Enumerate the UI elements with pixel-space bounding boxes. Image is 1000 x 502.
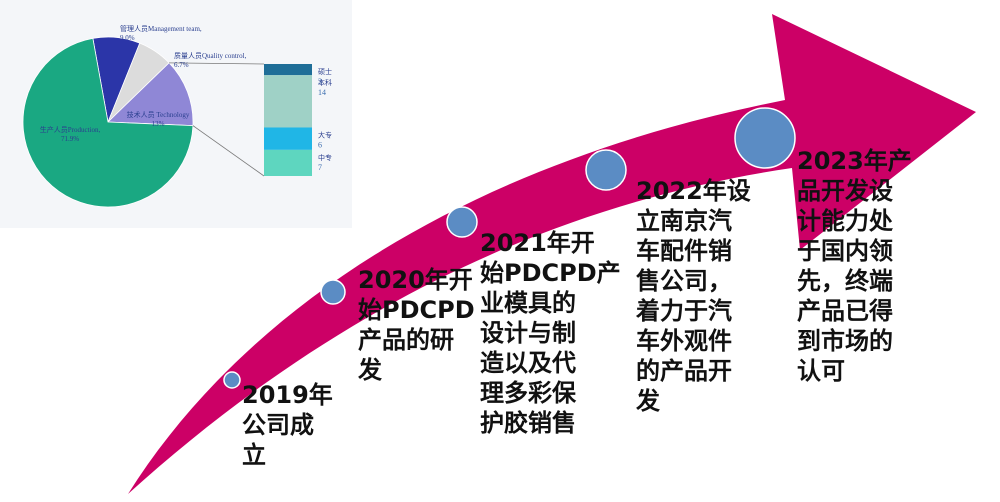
- breakdown-segment-4: [264, 149, 312, 176]
- breakdown-label-2: 本科: [318, 78, 332, 87]
- pie-labels: 生产人员Production,71.9% 管理人员Management team,…: [40, 24, 332, 172]
- breakdown-segment-1: [264, 64, 312, 76]
- milestone-2022: 2022年设 立南京汽 车配件销 售公司， 着力于汽 车外观件 的产品开 发: [636, 177, 751, 415]
- milestone-dot-1: [223, 371, 241, 389]
- milestone-2023: 2023年产 品开发设 计能力处 于国内领 先，终端 产品已得 到市场的 认可: [797, 147, 912, 385]
- pie-label-2: 管理人员Management team,9.0%: [120, 24, 202, 42]
- pie-slice-1: [22, 37, 194, 208]
- staff-composition-pie: 生产人员Production,71.9% 管理人员Management team,…: [22, 24, 332, 208]
- pie-label-1: 生产人员Production,71.9%: [40, 125, 101, 143]
- pie-slices: [22, 36, 194, 208]
- milestone-dot-2: [320, 279, 346, 305]
- milestone-dot-5: [734, 107, 796, 169]
- breakdown-label-3: 大专: [318, 130, 332, 139]
- connector-top: [169, 62, 265, 65]
- milestone-dot-3: [446, 206, 478, 238]
- breakdown-value-2: 14: [318, 88, 326, 97]
- breakdown-bar: [264, 64, 312, 176]
- milestone-2019: 2019年 公司成 立: [242, 381, 333, 469]
- pie-chart-panel: 生产人员Production,71.9% 管理人员Management team,…: [0, 0, 352, 228]
- breakdown-value-1: 3: [318, 77, 322, 86]
- breakdown-connectors: [169, 62, 265, 177]
- milestone-2020: 2020年开 始PDCPD 产品的研 发: [358, 266, 475, 384]
- milestone-2021: 2021年开 始PDCPD产 业模具的 设计与制 造以及代 理多彩保 护胶销售: [480, 229, 621, 437]
- breakdown-label-4: 中专: [318, 153, 332, 162]
- breakdown-value-4: 7: [318, 163, 322, 172]
- milestone-dot-4: [585, 149, 627, 191]
- pie-label-3: 质量人员Quality control,6.7%: [174, 51, 247, 69]
- breakdown-segment-3: [264, 127, 312, 150]
- breakdown-value-3: 6: [318, 140, 322, 149]
- breakdown-segment-2: [264, 75, 312, 128]
- pie-slice-4: [107, 62, 194, 127]
- breakdown-label-1: 硕士: [318, 67, 332, 76]
- connector-bottom: [192, 125, 265, 177]
